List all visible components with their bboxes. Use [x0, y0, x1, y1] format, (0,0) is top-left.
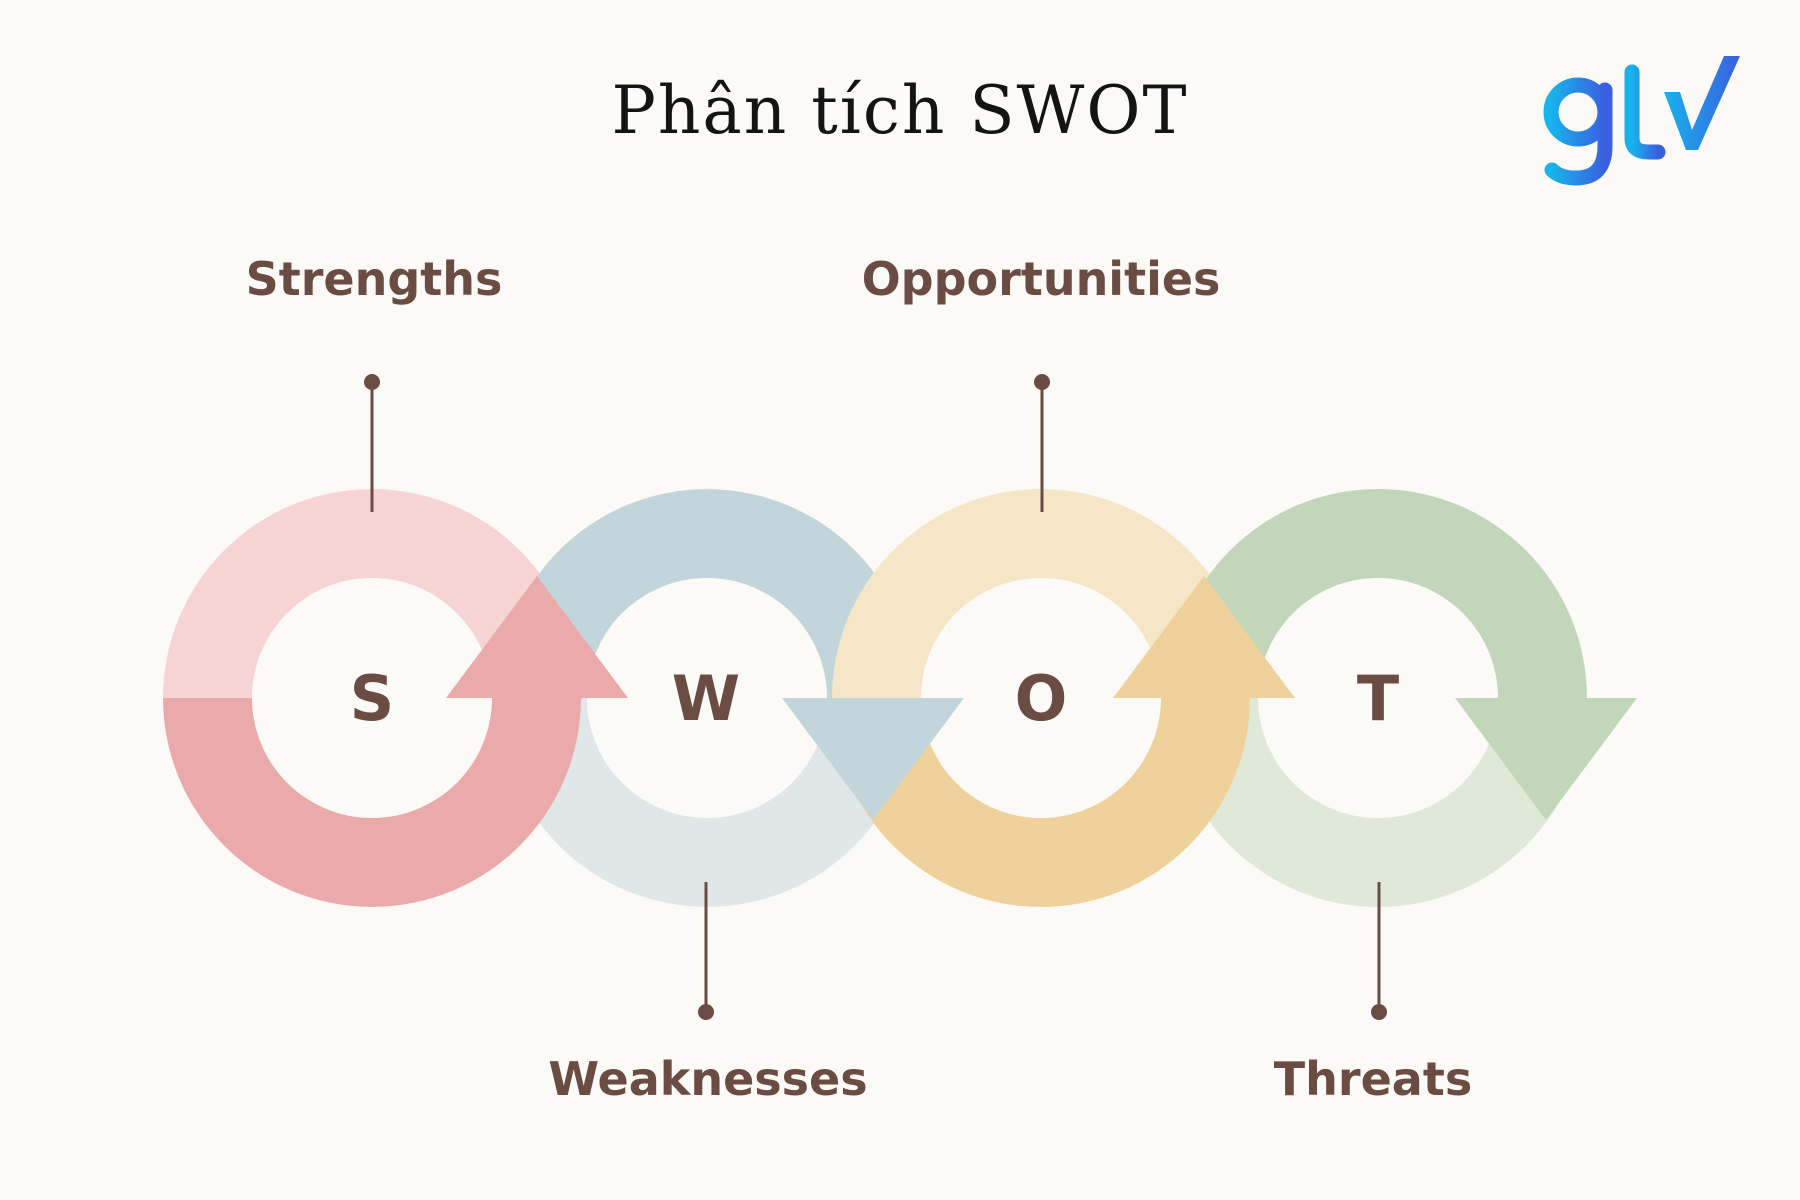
opportunities-label: Opportunities: [861, 252, 1221, 306]
strengths-arrow-up: [446, 576, 628, 698]
threats-arrow-down: [1455, 698, 1637, 820]
opportunities-connector-dot: [1034, 374, 1050, 390]
weaknesses-arrow-down: [782, 698, 964, 820]
weaknesses-ring-bottom: [498, 698, 916, 907]
strengths-ring-bottom: [163, 698, 581, 907]
threats-ring-bottom: [1169, 698, 1587, 907]
opportunities-ring-bottom: [832, 698, 1250, 907]
weaknesses-ring-top: [498, 489, 916, 698]
opportunities-arrow-up: [1113, 576, 1295, 698]
threats-connector-dot: [1371, 1004, 1387, 1020]
opportunities-ring-top: [832, 489, 1250, 698]
opportunities-letter: O: [1015, 662, 1068, 735]
threats-ring-top: [1169, 489, 1587, 698]
weaknesses-letter: W: [672, 662, 740, 735]
threats-letter: T: [1357, 662, 1399, 735]
strengths-ring-top: [163, 489, 581, 698]
weaknesses-connector-dot: [698, 1004, 714, 1020]
strengths-letter: S: [350, 662, 395, 735]
gtv-logo: [1540, 50, 1760, 194]
strengths-label: Strengths: [245, 252, 503, 306]
weaknesses-label: Weaknesses: [548, 1052, 868, 1106]
threats-label: Threats: [1273, 1052, 1473, 1106]
page-title: Phân tích SWOT: [611, 72, 1189, 149]
strengths-connector-dot: [364, 374, 380, 390]
